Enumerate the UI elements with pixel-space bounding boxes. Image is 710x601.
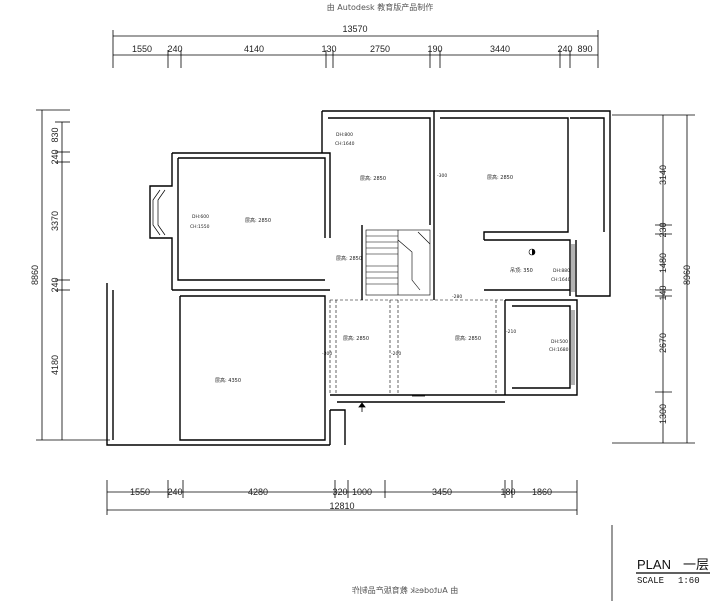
left-dim-label: 3370	[50, 211, 60, 231]
interior-dashed-lines	[329, 299, 505, 395]
bottom-dimension-chain	[106, 480, 578, 515]
top-dim-label: 890	[577, 44, 592, 54]
top-dim-label: 130	[321, 44, 336, 54]
plan-title: PLAN	[637, 557, 671, 572]
window-label: DH:500	[551, 339, 568, 345]
room-label: 层高: 2850	[360, 175, 386, 182]
room-label: 层高: 2850	[343, 335, 369, 342]
footer-watermark: 由 Autodesk 教育版产品制作	[352, 585, 458, 595]
bottom-dim-label: 320	[332, 487, 347, 497]
lamp-icon	[528, 248, 536, 256]
window-label: DH:600	[192, 214, 209, 220]
left-dim-label: 830	[50, 127, 60, 142]
top-dim-label: 190	[427, 44, 442, 54]
room-label: 吊顶: 350	[510, 268, 533, 274]
room-label: 层高: 2850	[455, 335, 481, 342]
header-watermark: 由 Autodesk 教育版产品制作	[327, 2, 433, 12]
bottom-dim-label: 3450	[432, 487, 452, 497]
bottom-dim-label: 240	[167, 487, 182, 497]
left-dim-label: 240	[50, 149, 60, 164]
window-label: DH:800	[336, 132, 353, 138]
top-dim-label: 240	[167, 44, 182, 54]
level-tag: -300	[322, 351, 332, 357]
right-dim-label: 140	[658, 285, 668, 300]
window-label: CH:1550	[190, 224, 210, 230]
window-label: CH:1640	[551, 277, 571, 283]
bottom-dim-label: 1860	[532, 487, 552, 497]
top-dim-label: 4140	[244, 44, 264, 54]
scale-label: SCALE	[637, 576, 664, 586]
room-label: 层高: 2850	[245, 217, 271, 224]
window-label: DH:880	[553, 268, 570, 274]
left-total-dim: 8860	[30, 265, 40, 285]
right-total-dim: 8960	[682, 265, 692, 285]
plan-title-cn: 一层	[683, 557, 709, 572]
top-total-dim: 13570	[342, 24, 367, 34]
top-dimension-chain	[112, 30, 599, 68]
top-dim-label: 2750	[370, 44, 390, 54]
small-room-window	[571, 310, 575, 385]
top-dim-label: 1550	[132, 44, 152, 54]
right-dimension-chain	[612, 114, 695, 444]
bottom-total-dim: 12810	[329, 501, 354, 511]
bay-window	[152, 189, 166, 236]
level-tag: -200	[391, 351, 401, 357]
top-dim-label: 240	[557, 44, 572, 54]
left-dim-label: 4180	[50, 355, 60, 375]
right-dim-label: 1480	[658, 253, 668, 273]
window-label: CH:1640	[335, 141, 355, 147]
title-block	[611, 525, 710, 601]
bottom-dim-label: 4280	[248, 487, 268, 497]
window-label: CH:1680	[549, 347, 569, 353]
scale-value: 1:60	[678, 576, 700, 586]
top-dim-label: 3440	[490, 44, 510, 54]
right-dim-label: 1300	[658, 404, 668, 424]
level-tag: -300	[437, 173, 447, 179]
level-tag: -280	[452, 294, 462, 300]
bottom-dim-label: 1000	[352, 487, 372, 497]
left-dim-label: 240	[50, 277, 60, 292]
staircase	[365, 229, 431, 296]
right-dim-label: 230	[658, 222, 668, 237]
bottom-dim-label: 1550	[130, 487, 150, 497]
right-hall-window	[571, 244, 575, 292]
bottom-dim-label: 180	[500, 487, 515, 497]
left-dimension-chain	[36, 109, 110, 441]
right-dim-label: 2670	[658, 333, 668, 353]
room-label: 层高: 2850	[336, 255, 362, 262]
exterior-walls	[106, 110, 611, 446]
room-label: 层高: 2850	[487, 174, 513, 181]
right-dim-label: 3140	[658, 165, 668, 185]
level-tag: -210	[506, 329, 516, 335]
entrance-arrow-icon	[358, 402, 366, 412]
room-label: 层高: 4350	[215, 377, 241, 384]
